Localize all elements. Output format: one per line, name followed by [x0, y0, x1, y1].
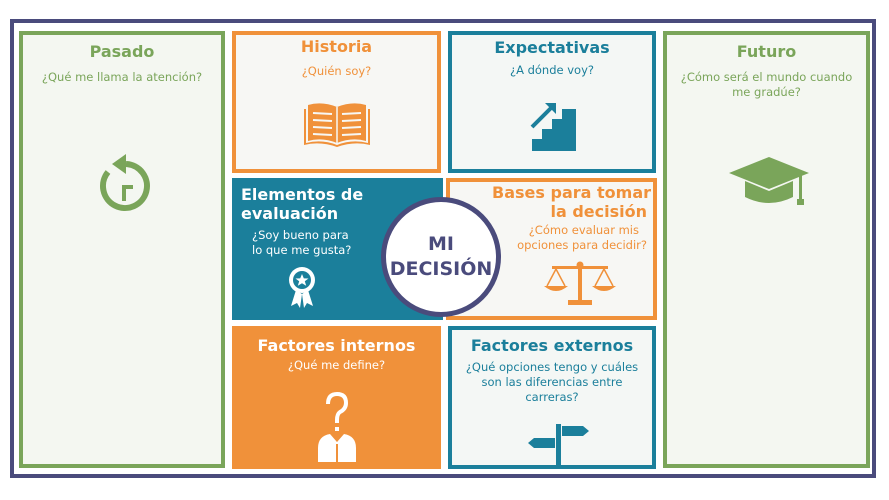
balance-scale-icon [544, 261, 616, 305]
panel-question-line-1: ¿Qué opciones tengo y cuáles [465, 360, 639, 374]
person-question-icon [318, 391, 356, 462]
panel-question: ¿A dónde voy? [509, 63, 595, 77]
history-clock-icon [100, 154, 150, 211]
stairs-arrow-icon [530, 103, 576, 151]
center-title-line-1: MI [428, 233, 454, 255]
panel-title-line-2: la decisión [550, 202, 647, 221]
panel-question-line-1: ¿Cómo evaluar mis [528, 223, 639, 237]
panel-pasado: Pasado ¿Qué me llama la atención? [19, 31, 225, 468]
panel-title: Historia [300, 37, 373, 56]
panel-question-line-3: carreras? [525, 390, 579, 404]
panel-question: ¿Quién soy? [301, 64, 372, 78]
panel-title-line-2: evaluación [241, 204, 339, 223]
signpost-icon [528, 424, 589, 466]
panel-question-line-1: ¿Soy bueno para [252, 228, 349, 242]
open-book-icon [304, 103, 370, 147]
panel-question-line-2: opciones para decidir? [517, 238, 647, 252]
graduation-cap-icon [729, 157, 809, 205]
panel-title: Expectativas [494, 38, 610, 57]
panel-question-line-2: lo que me gusta? [252, 243, 352, 257]
panel-question-line-1: ¿Cómo será el mundo cuando [680, 70, 853, 84]
panel-factores-externos: Factores externos ¿Qué opciones tengo y … [448, 326, 656, 469]
panel-question-line-2: son las diferencias entre [481, 375, 623, 389]
center-title-line-2: DECISIÓN [389, 258, 493, 280]
panel-factores-internos: Factores internos ¿Qué me define? [232, 326, 441, 469]
panel-title: Factores internos [257, 336, 416, 355]
panel-futuro: Futuro ¿Cómo será el mundo cuando me gra… [663, 31, 870, 468]
panel-historia: Historia ¿Quién soy? [232, 31, 441, 173]
panel-title: Pasado [89, 42, 155, 61]
panel-question-line-2: me gradúe? [732, 85, 801, 99]
panel-expectativas: Expectativas ¿A dónde voy? [448, 31, 656, 173]
panel-title-line-1: Elementos de [241, 185, 364, 204]
award-ribbon-icon [289, 267, 315, 308]
panel-title: Futuro [736, 42, 797, 61]
panel-question: ¿Qué me llama la atención? [41, 70, 203, 84]
panel-title: Factores externos [470, 336, 634, 355]
panel-title-line-1: Bases para tomar [492, 183, 651, 202]
panel-question: ¿Qué me define? [287, 358, 386, 372]
center-decision-circle: MI DECISIÓN [381, 197, 501, 317]
